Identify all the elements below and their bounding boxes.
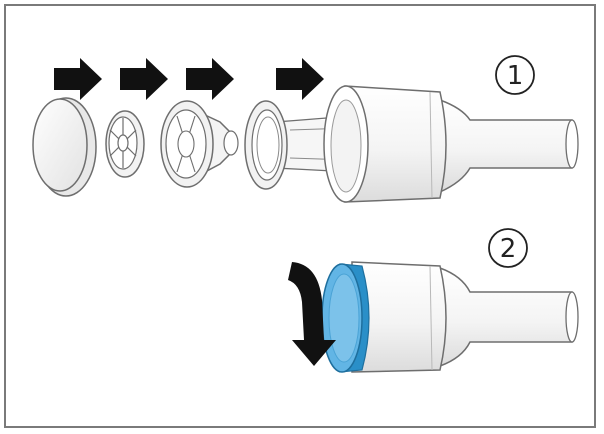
valve-disc-part [105, 110, 145, 178]
step-2-number: 2 [500, 234, 517, 264]
step-1-badge: 1 [495, 55, 535, 95]
blue-cap [321, 263, 370, 373]
step-1-number: 1 [507, 61, 524, 91]
right-arrow-icon [120, 58, 168, 100]
tube-body [323, 85, 579, 203]
rotate-clockwise-arrow-icon [288, 262, 336, 366]
outer-disc-part [32, 97, 97, 197]
tube-body-assembled [351, 261, 579, 373]
right-arrow-icon [54, 58, 102, 100]
right-arrow-icon [276, 58, 324, 100]
right-arrow-icon [186, 58, 234, 100]
step-2-badge: 2 [488, 228, 528, 268]
cone-part [160, 100, 239, 188]
